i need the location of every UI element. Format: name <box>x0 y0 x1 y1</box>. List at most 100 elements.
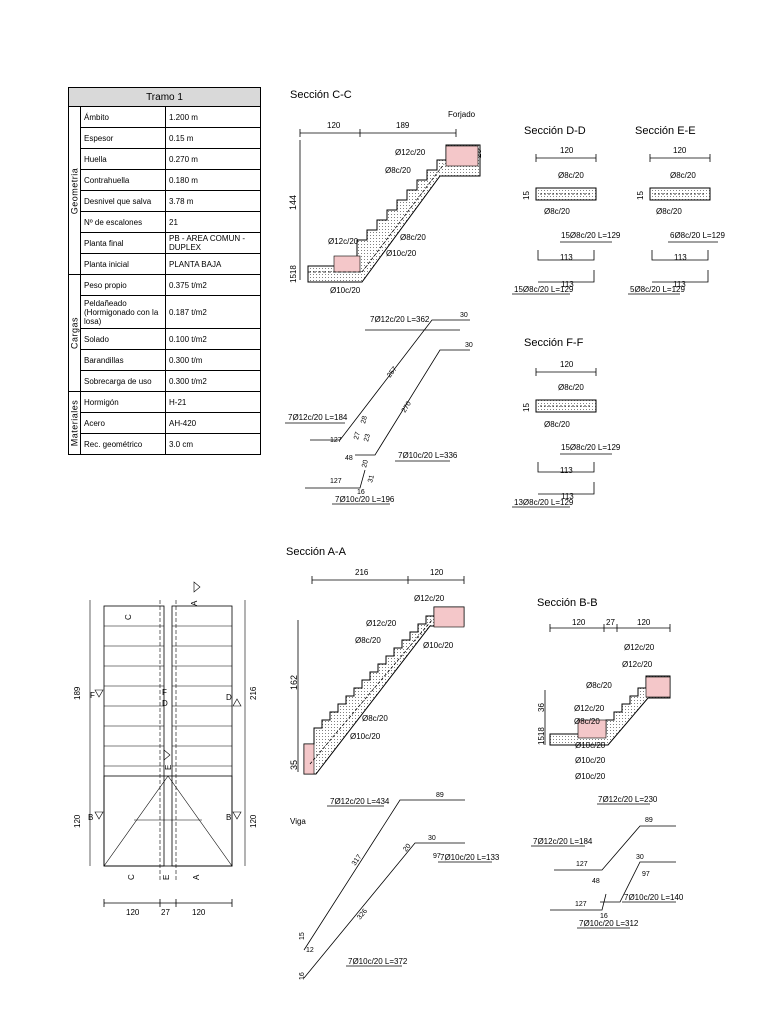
section-dd-title: Sección D-D <box>524 125 586 137</box>
section-marker-a: A <box>192 874 201 880</box>
dim-162: 162 <box>289 675 299 690</box>
dim-1518: 1518 <box>537 727 546 745</box>
bar-label: Ø10c/20 <box>575 756 606 765</box>
section-bb: Sección B-B 120 27 120 36 1518 Ø12c/20 Ø… <box>537 597 671 781</box>
bar-dim: 48 <box>345 455 353 462</box>
row-value: 21 <box>165 211 261 233</box>
row-value: 0.187 t/m2 <box>165 295 261 329</box>
bar-callout: 7Ø10c/20 L=140 <box>624 893 684 902</box>
section-arrow <box>193 581 201 593</box>
section-bb-bars: 7Ø12c/20 L=230 89 7Ø12c/20 L=184 127 48 … <box>531 795 684 929</box>
bar-dim: 15 <box>299 932 306 940</box>
dim-144: 144 <box>288 195 298 210</box>
section-arrow <box>94 689 104 698</box>
bar-dim: 27 <box>353 431 362 440</box>
section-cc: Sección C-C 120 189 Forjado 20 144 1518 … <box>288 89 483 295</box>
bar-callout: 15Ø8c/20 L=129 <box>561 231 621 240</box>
bar-label: Ø12c/20 <box>328 237 359 246</box>
bar-label: Ø10c/20 <box>386 249 417 258</box>
bar-callout: 13Ø8c/20 L=129 <box>514 498 574 507</box>
dim-15: 15 <box>636 191 645 200</box>
section-dd: Sección D-D 120 Ø8c/20 15 Ø8c/20 15Ø8c/2… <box>512 125 621 295</box>
rebar-shape <box>651 250 709 261</box>
section-arrow <box>232 698 242 707</box>
dim-120: 120 <box>560 146 574 155</box>
section-aa-title: Sección A-A <box>286 546 347 558</box>
bar-dim: 113 <box>560 253 573 262</box>
bar-label: Ø8c/20 <box>656 207 682 216</box>
dim-35: 35 <box>289 760 299 770</box>
stair-profile <box>303 606 465 775</box>
bar-dim: 23 <box>363 433 372 442</box>
section-aa: Sección A-A 216 120 162 35 Viga Ø12c/20 … <box>286 546 465 826</box>
bar-label: Ø8c/20 <box>355 636 381 645</box>
flight-right <box>171 605 233 867</box>
bar-dim: 30 <box>428 835 436 842</box>
bar-dim: 28 <box>360 415 369 424</box>
flight-left <box>103 605 165 867</box>
dim-120: 120 <box>430 568 444 577</box>
bar-dim: 89 <box>436 792 444 799</box>
bar-callout: 7Ø12c/20 L=434 <box>330 797 390 806</box>
bar-label: Ø8c/20 <box>400 233 426 242</box>
section-marker-c: C <box>127 874 136 880</box>
landing-beam <box>577 719 607 739</box>
table-title: Tramo 1 <box>68 87 261 107</box>
dim-1518: 1518 <box>289 265 298 283</box>
bar-dim: 113 <box>560 466 573 475</box>
bar-dim: 127 <box>330 437 342 444</box>
rebar-shape <box>600 861 676 903</box>
dim-120: 120 <box>327 121 341 130</box>
bar-callout: 7Ø12c/20 L=230 <box>598 795 658 804</box>
bar-dim: 257 <box>386 366 399 380</box>
rebar-shape <box>537 462 595 473</box>
rebar-shape <box>538 270 595 283</box>
bar-label: Ø8c/20 <box>670 171 696 180</box>
section-marker-e: E <box>164 765 173 770</box>
forjado-beam <box>645 676 671 698</box>
section-marker-c: C <box>124 614 133 620</box>
dim-15: 15 <box>522 191 531 200</box>
bar-dim: 113 <box>561 280 574 289</box>
dim-189: 189 <box>396 121 410 130</box>
section-marker-b: B <box>226 813 231 822</box>
bar-label: Ø10c/20 <box>423 641 454 650</box>
bar-callout: 7Ø10c/20 L=336 <box>398 451 458 460</box>
landing-beam <box>333 255 361 273</box>
section-marker-a: A <box>190 600 199 606</box>
row-key: Peldañeado (Hormigonado con la losa) <box>80 295 166 329</box>
bar-label: Ø12c/20 <box>366 619 397 628</box>
viga-beam <box>303 743 315 775</box>
bar-dim: 127 <box>575 901 587 908</box>
viga-label: Viga <box>290 817 306 826</box>
bar-dim: 16 <box>600 913 608 920</box>
bar-label: Ø8c/20 <box>544 207 570 216</box>
rebar-shape <box>303 799 465 951</box>
landing <box>103 775 233 867</box>
bar-dim: 89 <box>645 817 653 824</box>
dim-216: 216 <box>249 686 258 700</box>
dim-15: 15 <box>522 403 531 412</box>
section-ff: Sección F-F 120 Ø8c/20 15 Ø8c/20 15Ø8c/2… <box>512 337 621 508</box>
dim-120: 120 <box>673 146 687 155</box>
section-arrow <box>232 811 242 820</box>
stair-profile <box>307 144 481 283</box>
bar-dim: 30 <box>636 854 644 861</box>
bar-callout: 7Ø10c/20 L=133 <box>440 853 500 862</box>
forjado-label: Forjado <box>448 110 476 119</box>
rebar-shape <box>355 349 470 456</box>
bar-label: Ø8c/20 <box>558 383 584 392</box>
dim-216: 216 <box>355 568 369 577</box>
rebar-shape <box>550 893 607 911</box>
section-marker-e: E <box>162 875 171 880</box>
bar-dim: 12 <box>306 947 314 954</box>
section-ee-title: Sección E-E <box>635 125 696 137</box>
bar-label: Ø8c/20 <box>586 681 612 690</box>
section-aa-bars: 7Ø12c/20 L=434 89 317 15 30 20 97 7Ø10c/… <box>299 792 500 980</box>
section-marker-d: D <box>162 699 168 708</box>
bar-dim: 127 <box>576 861 588 868</box>
bar-callout: 5Ø8c/20 L=129 <box>630 285 685 294</box>
bar-label: Ø10c/20 <box>575 772 606 781</box>
